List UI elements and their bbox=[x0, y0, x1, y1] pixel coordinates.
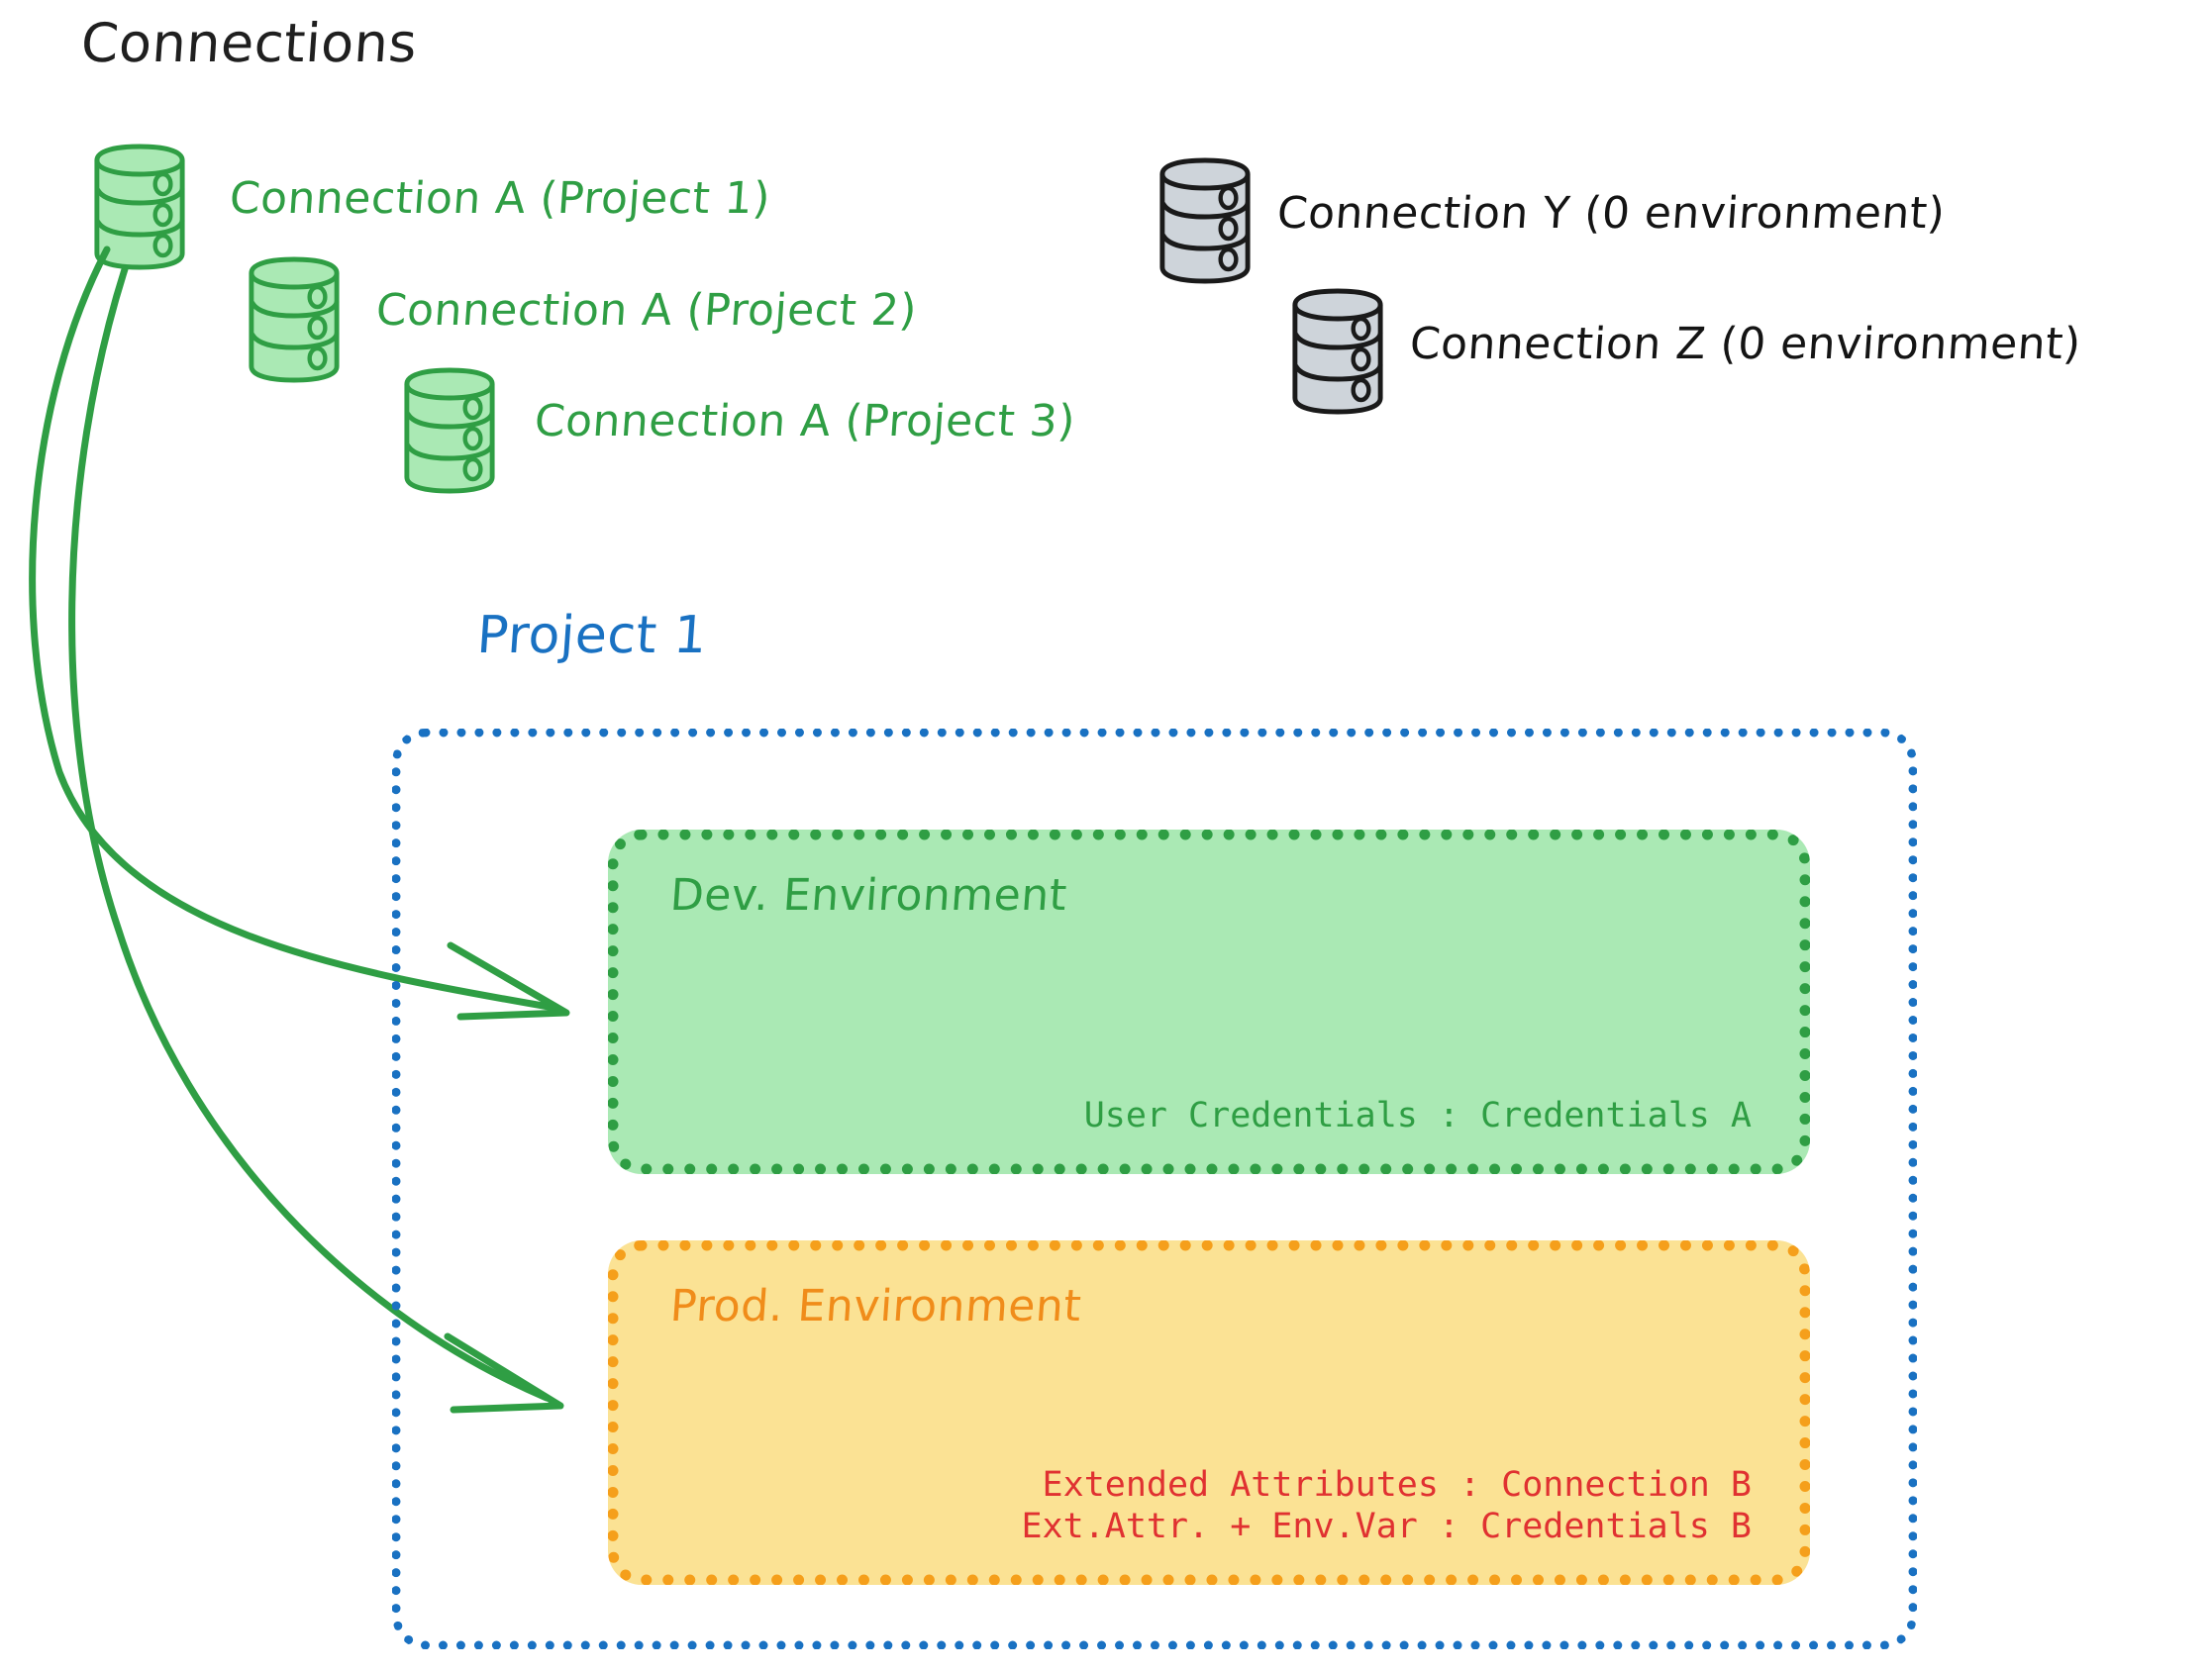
environment-title-dev: Dev. Environment bbox=[668, 870, 1069, 921]
environment-box-prod[interactable]: Prod. Environment Extended Attributes : … bbox=[608, 1240, 1810, 1585]
environment-details-prod: Extended Attributes : Connection B Ext.A… bbox=[1021, 1464, 1752, 1548]
environment-title-prod: Prod. Environment bbox=[668, 1281, 1083, 1331]
connection-label-conn-a-p1: Connection A (Project 1) bbox=[228, 173, 772, 224]
project-container-project-1[interactable] bbox=[392, 729, 1917, 1649]
arrow-to-dev bbox=[29, 246, 570, 1021]
database-icon-conn-a-p2[interactable] bbox=[251, 259, 338, 380]
environment-detail-line: Ext.Attr. + Env.Var : Credentials B bbox=[1021, 1507, 1752, 1547]
connection-label-conn-z: Connection Z (0 environment) bbox=[1408, 319, 2083, 369]
connection-label-conn-a-p2: Connection A (Project 2) bbox=[374, 285, 919, 336]
environment-box-dev[interactable]: Dev. Environment User Credentials : Cred… bbox=[608, 830, 1810, 1174]
environment-detail-line: Extended Attributes : Connection B bbox=[1042, 1464, 1752, 1505]
database-icon-conn-y[interactable] bbox=[1161, 160, 1249, 281]
project-title: Project 1 bbox=[474, 606, 710, 665]
database-icon-conn-a-p3[interactable] bbox=[406, 370, 493, 491]
arrow-to-prod bbox=[68, 265, 564, 1414]
environment-detail-line: User Credentials : Credentials A bbox=[1083, 1096, 1752, 1136]
database-icon-conn-z[interactable] bbox=[1294, 291, 1381, 412]
page-title: Connections bbox=[78, 12, 420, 74]
connection-label-conn-y: Connection Y (0 environment) bbox=[1275, 188, 1948, 239]
connection-label-conn-a-p3: Connection A (Project 3) bbox=[533, 396, 1077, 446]
environment-details-dev: User Credentials : Credentials A bbox=[1084, 1095, 1752, 1137]
